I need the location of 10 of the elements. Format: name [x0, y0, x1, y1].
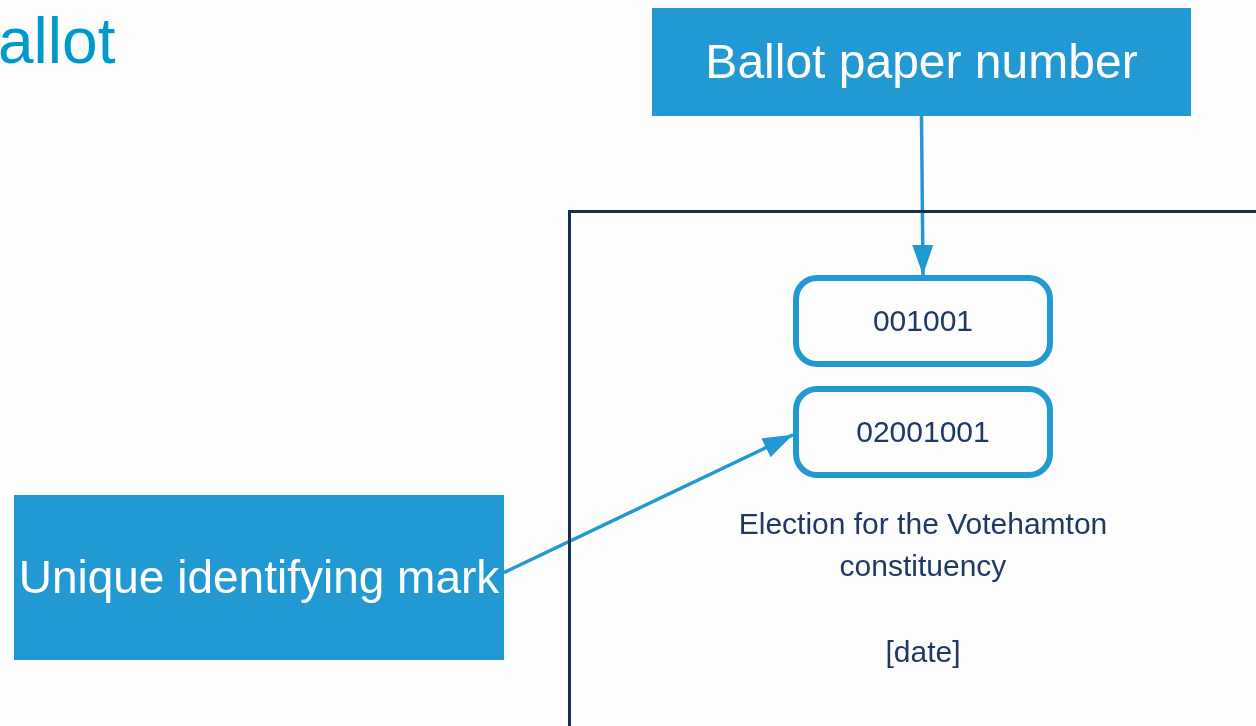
arrow: [912, 116, 934, 275]
election-text: Election for the Votehamton constituency: [737, 506, 1109, 584]
number-box: 02001001: [793, 386, 1053, 478]
slide-title: allot: [0, 4, 116, 78]
date-text: [date]: [884, 634, 962, 670]
ballot-paper: [568, 210, 1256, 726]
arrow: [503, 433, 794, 575]
number-box: 001001: [793, 275, 1053, 367]
label-box: Unique identifying mark: [14, 495, 504, 660]
label-box: Ballot paper number: [652, 8, 1191, 116]
